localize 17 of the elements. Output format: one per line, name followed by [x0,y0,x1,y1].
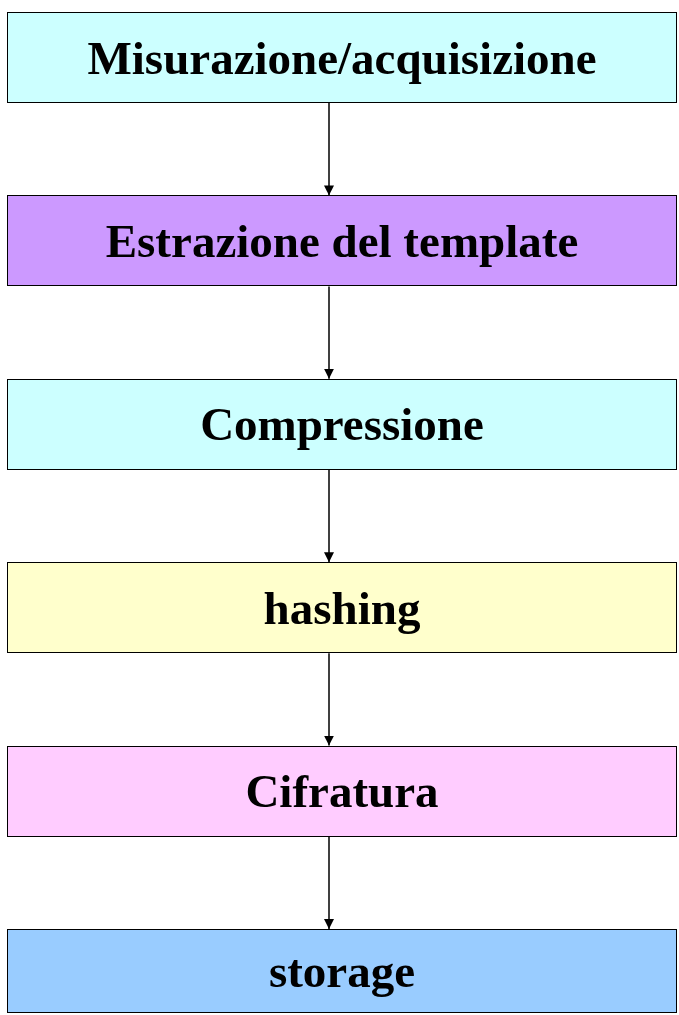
box-label: Cifratura [245,764,439,819]
process-box [7,195,677,287]
box-label: Estrazione del template [105,213,579,268]
arrow [324,102,334,197]
box-label: Misurazione/acquisizione [87,30,597,85]
box-label: storage [268,944,416,998]
process-box [7,378,677,470]
box-label: hashing [263,580,421,635]
arrow [324,285,334,380]
arrow [324,652,334,747]
arrow [324,469,334,563]
process-box [7,562,677,654]
arrow [324,835,334,930]
process-box [7,929,677,1013]
box-label: Compressione [200,397,484,452]
process-box [7,12,677,103]
process-box [7,745,677,837]
